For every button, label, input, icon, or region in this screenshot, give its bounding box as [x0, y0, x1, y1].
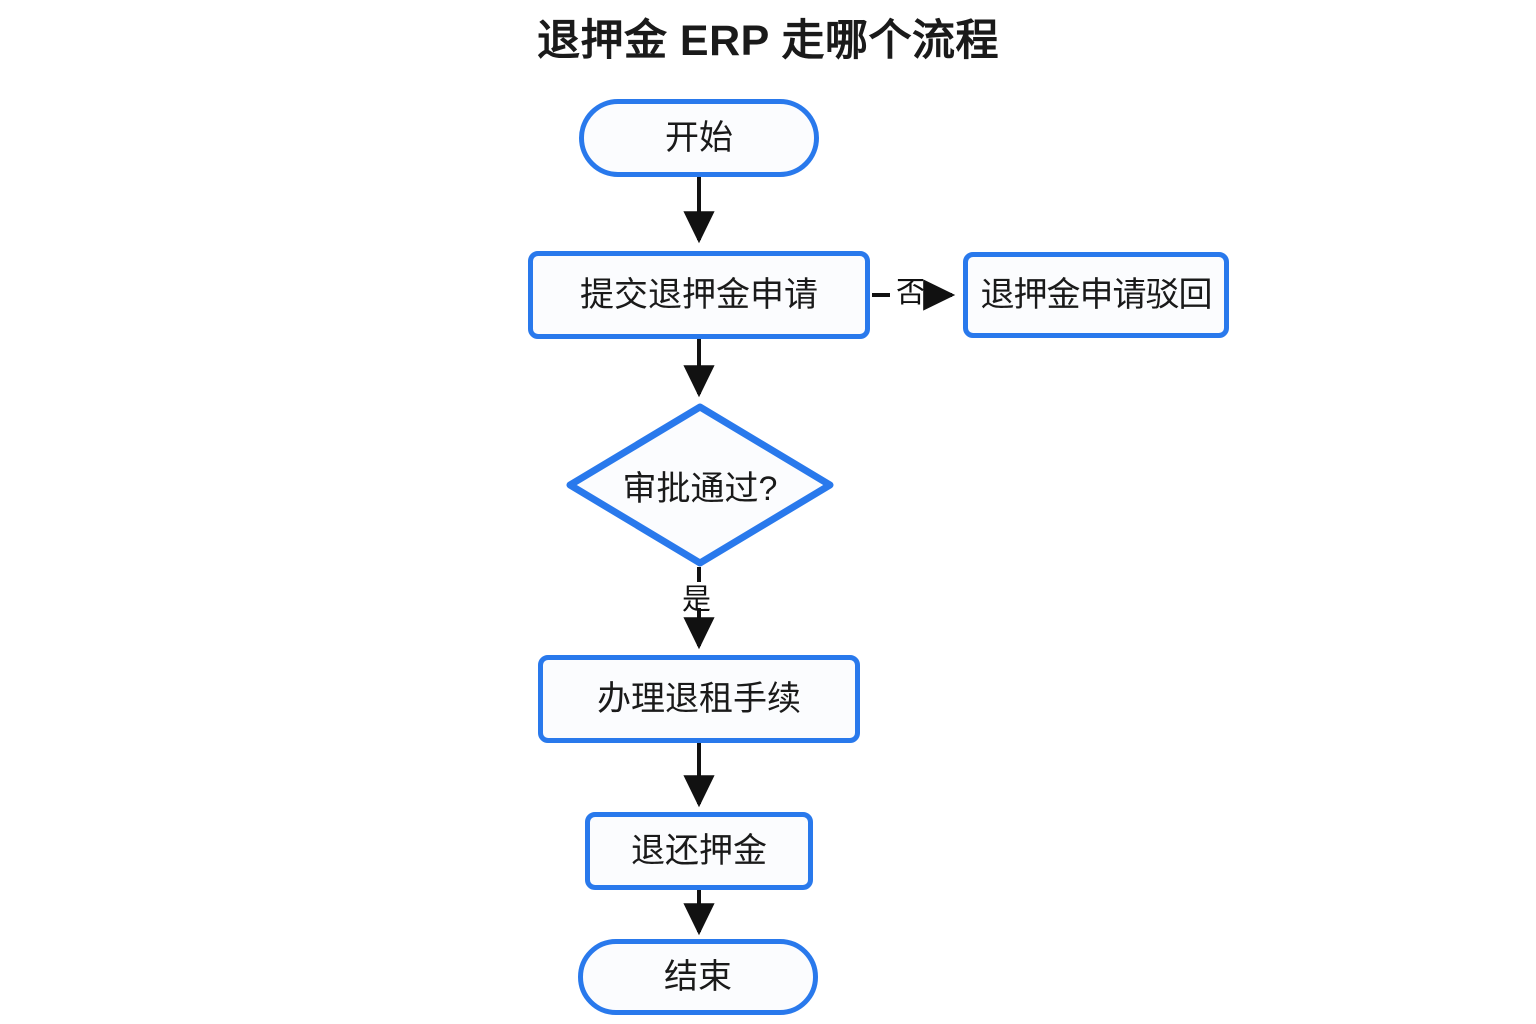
node-handle-move-out-procedure[interactable]: 办理退租手续: [538, 655, 860, 743]
node-application-rejected[interactable]: 退押金申请驳回: [963, 252, 1229, 338]
node-process-label: 办理退租手续: [597, 680, 801, 718]
node-start[interactable]: 开始: [579, 99, 819, 177]
node-submit-deposit-refund-application[interactable]: 提交退押金申请: [528, 251, 870, 339]
node-return-deposit[interactable]: 退还押金: [585, 812, 813, 890]
node-end-label: 结束: [664, 958, 732, 996]
node-start-label: 开始: [665, 119, 733, 157]
node-refund-label: 退还押金: [631, 832, 767, 870]
node-approval-decision-label: 审批通过?: [622, 469, 778, 508]
node-end[interactable]: 结束: [578, 939, 818, 1015]
edge-label-yes: 是: [682, 584, 712, 616]
node-reject-label: 退押金申请驳回: [980, 276, 1213, 314]
edge-label-no: 否: [896, 277, 926, 309]
node-approval-decision[interactable]: 审批通过?: [566, 403, 834, 567]
diamond-shape: [566, 403, 834, 567]
node-submit-label: 提交退押金申请: [580, 276, 818, 314]
page-title: 退押金 ERP 走哪个流程: [536, 17, 1000, 65]
